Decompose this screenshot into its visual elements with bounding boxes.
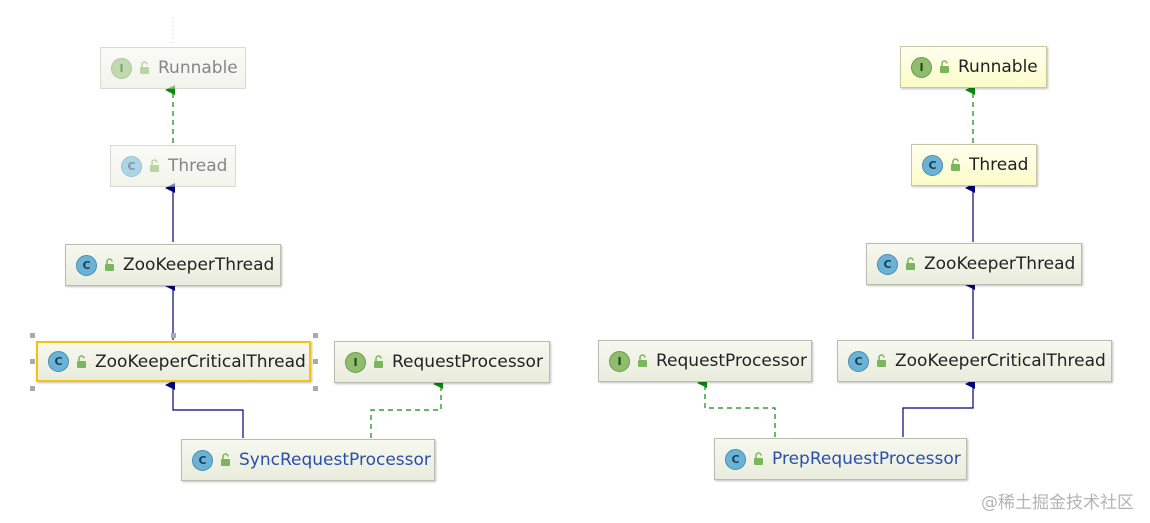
left-zookeepercriticalthread-node[interactable]: C ZooKeeperCriticalThread bbox=[36, 341, 311, 382]
left-syncrequestprocessor-node[interactable]: C SyncRequestProcessor bbox=[181, 439, 435, 481]
left-sync-extends-zkcritical bbox=[165, 380, 244, 438]
node-label: ZooKeeperCriticalThread bbox=[895, 351, 1106, 371]
class-icon: C bbox=[725, 448, 746, 470]
right-zookeeperthread-node[interactable]: C ZooKeeperThread bbox=[866, 243, 1082, 285]
selection-handle[interactable] bbox=[30, 359, 35, 364]
unlock-icon bbox=[877, 354, 886, 367]
unlock-icon bbox=[906, 257, 915, 270]
interface-icon: I bbox=[345, 351, 366, 373]
selection-handle[interactable] bbox=[313, 359, 318, 364]
class-icon: C bbox=[922, 154, 943, 176]
left-requestprocessor-node[interactable]: I RequestProcessor bbox=[334, 341, 550, 383]
node-label: Thread bbox=[969, 155, 1029, 175]
unlock-icon bbox=[105, 258, 114, 271]
class-icon: C bbox=[76, 254, 97, 276]
node-label: ZooKeeperThread bbox=[924, 254, 1076, 274]
interface-icon: I bbox=[911, 56, 932, 78]
unlock-icon bbox=[77, 354, 86, 368]
node-label: Runnable bbox=[958, 57, 1038, 77]
unlock-icon bbox=[140, 61, 149, 74]
class-icon: C bbox=[192, 449, 213, 471]
node-label: RequestProcessor bbox=[392, 352, 543, 372]
class-icon: C bbox=[48, 351, 69, 372]
node-label: ZooKeeperCriticalThread bbox=[95, 351, 306, 372]
unlock-icon bbox=[940, 60, 949, 73]
right-prep-implements-requestprocessor bbox=[697, 378, 776, 437]
unlock-icon bbox=[638, 354, 647, 367]
node-label: RequestProcessor bbox=[656, 351, 807, 371]
node-label: SyncRequestProcessor bbox=[239, 450, 431, 470]
node-label: PrepRequestProcessor bbox=[772, 449, 961, 469]
right-prep-extends-zkcritical bbox=[902, 379, 975, 437]
unlock-icon bbox=[951, 158, 960, 171]
selection-handle[interactable] bbox=[30, 386, 35, 391]
watermark: @稀土掘金技术社区 bbox=[981, 493, 1134, 513]
interface-icon: I bbox=[609, 350, 630, 372]
left-runnable-node[interactable]: I Runnable bbox=[100, 47, 246, 89]
right-zookeepercriticalthread-node[interactable]: C ZooKeeperCriticalThread bbox=[837, 340, 1112, 382]
node-label: Thread bbox=[168, 156, 228, 176]
left-zookeeperthread-node[interactable]: C ZooKeeperThread bbox=[65, 244, 281, 286]
right-requestprocessor-node[interactable]: I RequestProcessor bbox=[598, 340, 812, 382]
class-icon: C bbox=[121, 155, 142, 177]
interface-icon: I bbox=[111, 57, 132, 79]
selection-handle[interactable] bbox=[313, 386, 318, 391]
right-runnable-node[interactable]: I Runnable bbox=[900, 46, 1047, 88]
unlock-icon bbox=[150, 159, 159, 172]
node-label: Runnable bbox=[158, 58, 238, 78]
class-icon: C bbox=[877, 253, 898, 275]
selection-handle[interactable] bbox=[171, 333, 176, 338]
right-preprequestprocessor-node[interactable]: C PrepRequestProcessor bbox=[714, 438, 967, 480]
right-thread-node[interactable]: C Thread bbox=[911, 144, 1037, 186]
selection-handle[interactable] bbox=[30, 333, 35, 338]
selection-handle[interactable] bbox=[313, 333, 318, 338]
node-label: ZooKeeperThread bbox=[123, 255, 275, 275]
left-thread-node[interactable]: C Thread bbox=[110, 145, 236, 187]
left-sync-implements-requestprocessor bbox=[370, 379, 443, 438]
unlock-icon bbox=[374, 355, 383, 368]
unlock-icon bbox=[754, 452, 763, 465]
class-icon: C bbox=[848, 350, 869, 372]
unlock-icon bbox=[221, 453, 230, 466]
